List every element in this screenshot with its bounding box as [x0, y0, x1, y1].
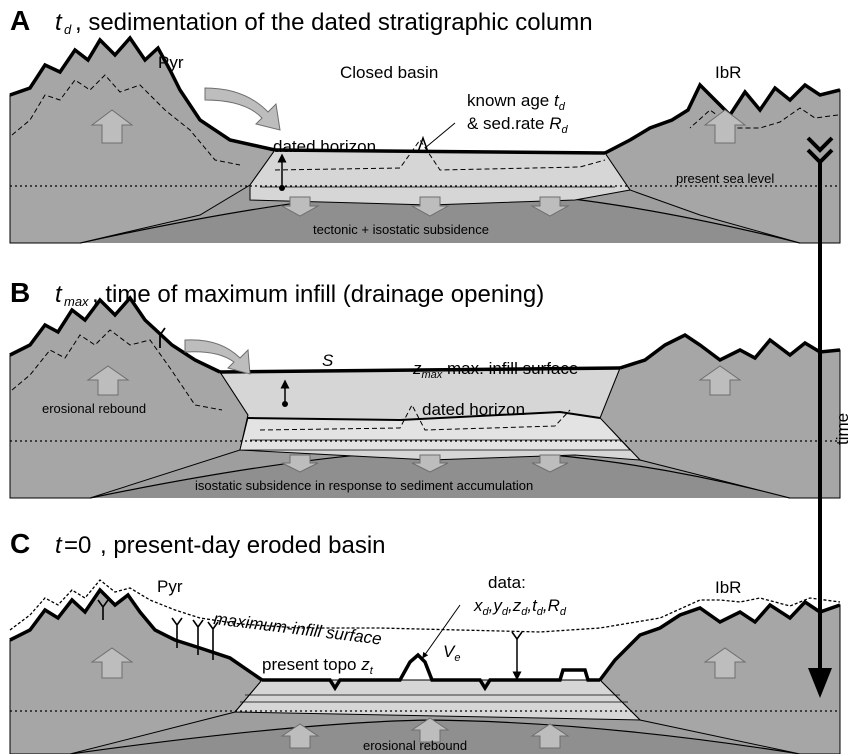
subsidence-arrow-a-3	[530, 196, 570, 217]
left-range-label-a: Pyr	[158, 53, 184, 72]
sediment-a	[249, 149, 631, 206]
panel-letter-b: B	[10, 277, 30, 308]
known-age-pointer-a	[424, 122, 456, 149]
subsidence-arrow-a-1	[280, 196, 320, 217]
dated-horizon-dot-a	[279, 185, 285, 191]
sea-level-label: present sea level	[676, 171, 774, 186]
present-topo-c	[262, 652, 600, 692]
subsidence-label-b: isostatic subsidence in response to sedi…	[195, 478, 533, 493]
time-axis-arrowhead	[808, 668, 832, 698]
left-ridge-b	[9, 295, 221, 374]
dashed-horizon-b	[259, 403, 571, 431]
known-age-label: known age td	[467, 91, 566, 113]
data-pointer-c	[422, 604, 461, 659]
erosion-marker-c-1	[97, 599, 109, 620]
panel-c-title-eq: =0	[64, 532, 91, 559]
panel-a-var-sub: d	[64, 22, 72, 37]
left-range-label-c: Pyr	[157, 577, 183, 596]
sediment-c	[233, 679, 642, 721]
left-dashed-a	[11, 74, 241, 166]
data-label: data:	[488, 573, 526, 592]
time-axis-label: time	[833, 413, 852, 445]
rebound-arrow-c-3	[530, 723, 570, 749]
dated-horizon-label-a: dated horizon	[273, 137, 376, 156]
time-axis: time	[806, 136, 852, 698]
uplift-arrow-a-right	[703, 109, 747, 144]
right-ridge-b	[619, 332, 841, 370]
uplift-arrow-c-right	[703, 647, 747, 679]
uplift-arrow-a-left	[90, 109, 134, 144]
time-chevron-1	[806, 136, 834, 153]
erosion-marker-c-5	[511, 631, 523, 641]
panel-a-title: , sedimentation of the dated stratigraph…	[75, 9, 593, 36]
panel-c-var: t	[55, 532, 63, 559]
transport-arrow-a	[204, 87, 281, 131]
erosion-marker-b	[154, 327, 166, 348]
erosional-rebound-label-b: erosional rebound	[42, 401, 146, 416]
sed-rate-label: & sed.rate Rd	[467, 114, 569, 136]
panel-a: A t d , sedimentation of the dated strat…	[9, 5, 841, 244]
max-infill-surface-label-c: maximum-infill surface	[213, 609, 383, 648]
data-vars-label: xd,yd,zd,td,Rd	[473, 596, 567, 618]
basin-floor-a	[274, 148, 606, 155]
right-dashed-a	[689, 107, 839, 129]
closed-basin-label: Closed basin	[340, 63, 438, 82]
panel-c-title: , present-day eroded basin	[100, 532, 386, 559]
panel-b: B t max , time of maximum infill (draina…	[9, 277, 841, 499]
dated-horizon-label-b: dated horizon	[422, 400, 525, 419]
panel-letter-c: C	[10, 528, 30, 559]
uplift-arrow-b-left	[86, 365, 130, 396]
max-infill-surface-b	[219, 366, 621, 374]
panel-c: C t =0 , present-day eroded basin Pyr Ib…	[9, 528, 841, 754]
panel-a-var: t	[55, 9, 63, 36]
erosion-marker-c-2	[171, 617, 183, 648]
erosion-marker-c-4	[207, 621, 219, 660]
right-range-label-a: IbR	[715, 63, 741, 82]
max-infill-surface-c	[9, 579, 841, 633]
max-infill-label: zmax max. infill surface	[412, 359, 578, 381]
uplift-arrow-c-left	[90, 647, 134, 679]
right-ridge-c	[598, 599, 841, 682]
panel-b-var: t	[55, 281, 63, 308]
dated-horizon-line-b	[247, 410, 601, 422]
ve-label: Ve	[443, 642, 460, 664]
subsidence-arrow-a-2	[410, 196, 450, 217]
s-label: S	[322, 351, 334, 370]
erosion-marker-c-3	[192, 619, 204, 655]
rebound-arrow-c-2	[410, 717, 450, 743]
present-topo-label: present topo zt	[262, 655, 374, 677]
subsidence-arrow-b-1	[281, 454, 319, 473]
dashed-horizon-a	[274, 139, 606, 171]
left-ridge-c	[9, 587, 263, 682]
panel-letter-a: A	[10, 5, 30, 36]
rebound-arrow-c-1	[280, 723, 320, 749]
subsidence-label-a: tectonic + isostatic subsidence	[313, 222, 489, 237]
infill-dot-b	[282, 401, 288, 407]
subsidence-arrow-b-2	[411, 454, 449, 473]
erosional-rebound-label-c: erosional rebound	[363, 738, 467, 753]
left-dashed-b	[11, 329, 223, 411]
uplift-arrow-b-right	[698, 365, 742, 396]
left-ridge-a	[9, 35, 276, 152]
right-range-label-c: IbR	[715, 578, 741, 597]
panel-b-title: , time of maximum infill (drainage openi…	[92, 281, 544, 308]
panel-b-var-sub: max	[64, 294, 89, 309]
subsidence-arrow-b-3	[531, 454, 569, 473]
transport-arrow-b	[184, 339, 251, 375]
